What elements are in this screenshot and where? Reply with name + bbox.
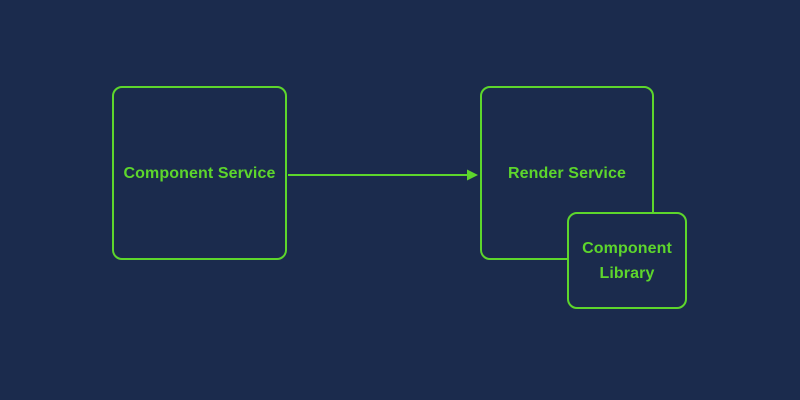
node-label-component-service: Component Service bbox=[123, 164, 276, 182]
diagram-node-component-library: Component Library bbox=[567, 212, 687, 309]
arrowhead-icon bbox=[467, 169, 478, 181]
diagram-node-component-service: Component Service bbox=[112, 86, 287, 260]
node-label-render-service: Render Service bbox=[508, 164, 626, 182]
node-label-component-library: Component Library bbox=[582, 239, 672, 282]
